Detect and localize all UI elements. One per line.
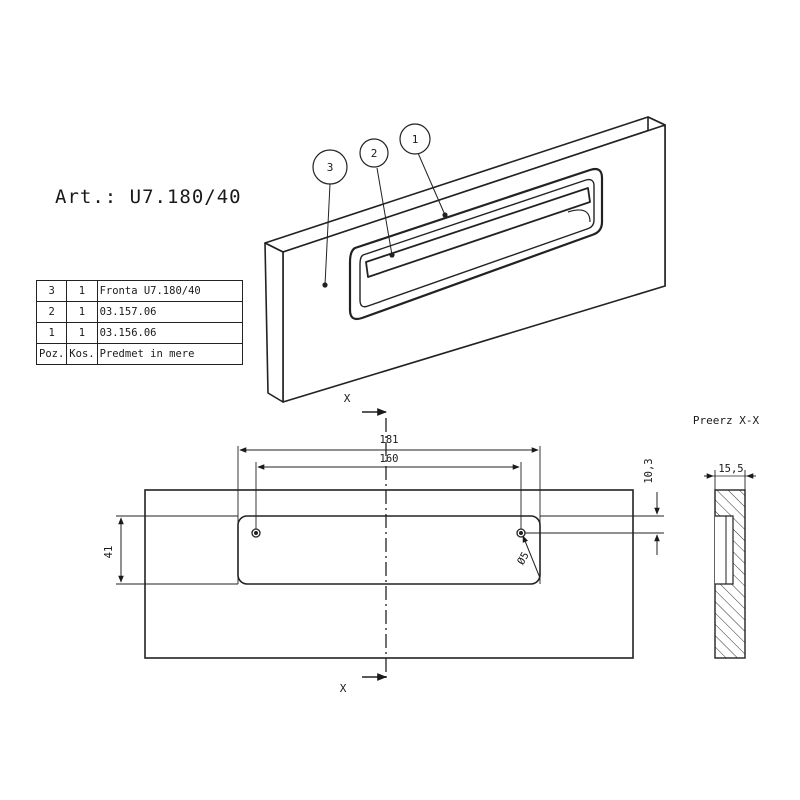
callout-label-2: 2	[371, 147, 378, 160]
section-view	[704, 470, 756, 659]
callout-bubble	[399, 123, 431, 155]
section-title: Preerz X-X	[693, 414, 760, 427]
bom-kos: 1	[66, 280, 98, 302]
bom-header-row: Poz. Kos. Predmet in mere	[35, 343, 243, 365]
dim-181-label: 181	[380, 434, 399, 446]
dim-15-5-label: 15,5	[718, 463, 743, 475]
dim-hole-diameter-label: Ø5	[515, 550, 532, 567]
bill-of-materials: 3 1 Fronta U7.180/40 2 1 03.157.06 1 1 0…	[35, 280, 243, 365]
bom-header-poz: Poz.	[35, 343, 68, 365]
panel-side-face	[264, 242, 284, 403]
bom-header-item: Predmet in mere	[96, 343, 243, 365]
callout-bubble	[359, 138, 389, 168]
callout-label-1: 1	[412, 133, 419, 146]
handle-outline	[237, 515, 541, 585]
grip-recess	[567, 209, 591, 223]
section-recess	[715, 515, 734, 585]
bom-row: 1 1 03.156.06	[35, 322, 243, 344]
section-marker-bottom: X	[340, 682, 347, 695]
grip-bar	[365, 187, 591, 278]
bom-item: 03.156.06	[96, 322, 243, 344]
dia-leader	[522, 535, 541, 579]
front-view	[116, 408, 664, 682]
dim-10-3-label: 10,3	[643, 458, 655, 483]
bom-header-kos: Kos.	[66, 343, 98, 365]
bom-row: 3 1 Fronta U7.180/40	[35, 280, 243, 302]
dim-160-label: 160	[380, 453, 399, 465]
panel-outline	[144, 489, 634, 659]
section-marker-top: X	[344, 392, 351, 405]
bom-kos: 1	[66, 301, 98, 323]
dim-41-label: 41	[103, 546, 115, 559]
isometric-view	[264, 116, 666, 403]
bom-item: Fronta U7.180/40	[96, 280, 243, 302]
callout-bubble	[312, 149, 348, 185]
callout-label-3: 3	[327, 161, 334, 174]
article-title: Art.: U7.180/40	[55, 186, 242, 208]
